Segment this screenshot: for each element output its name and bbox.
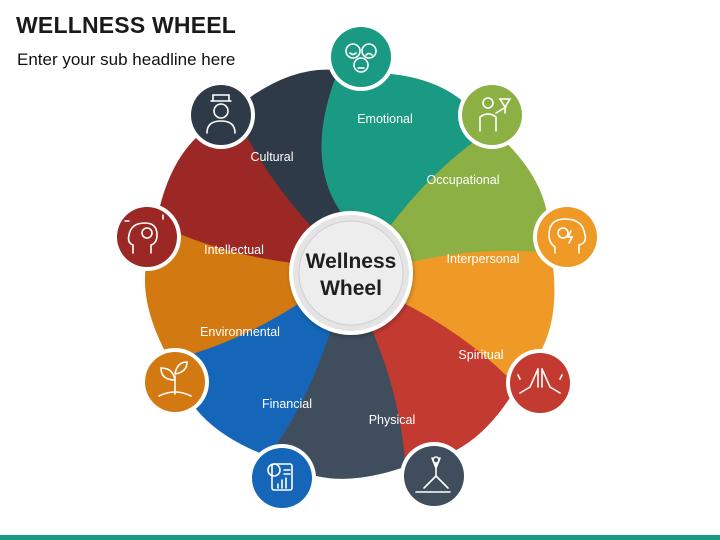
yoga-pose-icon <box>400 442 468 510</box>
slide-subtitle: Enter your sub headline here <box>17 50 236 69</box>
bottom-accent-bar <box>0 535 720 540</box>
segment-label-physical: Physical <box>369 413 416 427</box>
segment-label-intellectual: Intellectual <box>204 243 264 257</box>
idea-head-icon <box>113 203 181 271</box>
plant-sprout-icon <box>141 348 209 416</box>
waiter-serving-icon <box>458 81 526 149</box>
slide-title: WELLNESS WHEEL <box>16 12 237 38</box>
financial-report-icon <box>248 444 316 512</box>
segment-label-environmental: Environmental <box>200 325 280 339</box>
segment-label-emotional: Emotional <box>357 112 413 126</box>
center-hub: Wellness Wheel <box>289 211 413 335</box>
emotions-faces-icon <box>327 23 395 91</box>
segment-interpersonal <box>398 219 555 383</box>
center-title-line2: Wheel <box>320 277 382 300</box>
center-title-line1: Wellness <box>306 250 397 273</box>
segment-label-spiritual: Spiritual <box>458 348 503 362</box>
segment-label-financial: Financial <box>262 397 312 411</box>
segment-icon-badges <box>113 23 601 512</box>
segment-emotional <box>321 72 488 231</box>
segment-label-interpersonal: Interpersonal <box>447 252 520 266</box>
praying-hands-icon <box>506 349 574 417</box>
segment-labels: EmotionalOccupationalInterpersonalSpirit… <box>200 112 519 427</box>
head-gears-icon <box>533 203 601 271</box>
person-headdress-icon <box>187 81 255 149</box>
segment-label-cultural: Cultural <box>250 150 293 164</box>
segment-label-occupational: Occupational <box>427 173 500 187</box>
